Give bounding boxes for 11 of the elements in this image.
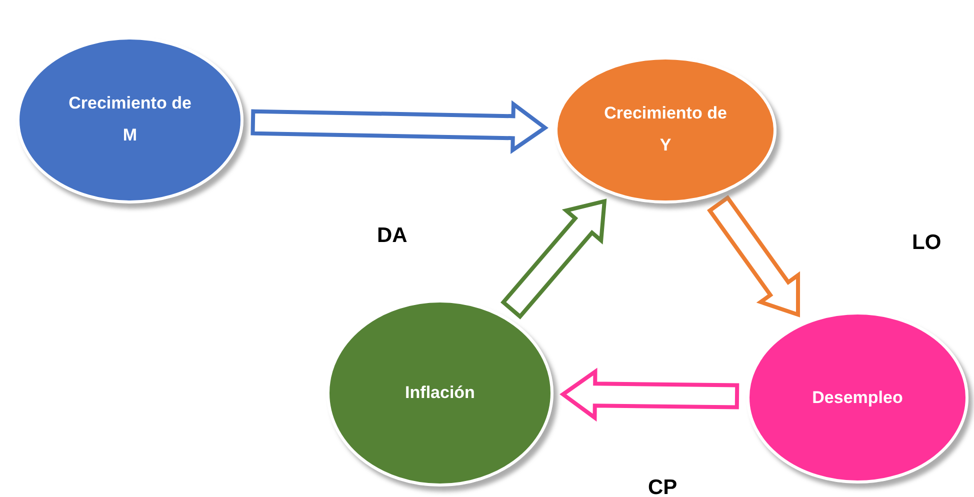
block-arrow <box>500 198 607 320</box>
block-arrow <box>250 100 548 154</box>
node-label: Inflación <box>404 382 476 404</box>
node-label: Crecimiento de Y <box>603 102 728 157</box>
block-arrow <box>707 194 800 318</box>
arrow-label: CP <box>648 476 678 497</box>
arrow-label: LO <box>912 231 942 255</box>
arrow-label: DA <box>377 224 408 248</box>
block-arrow <box>560 368 740 422</box>
node-label: Desempleo <box>811 386 904 408</box>
node-label: Crecimiento de M <box>68 92 192 147</box>
